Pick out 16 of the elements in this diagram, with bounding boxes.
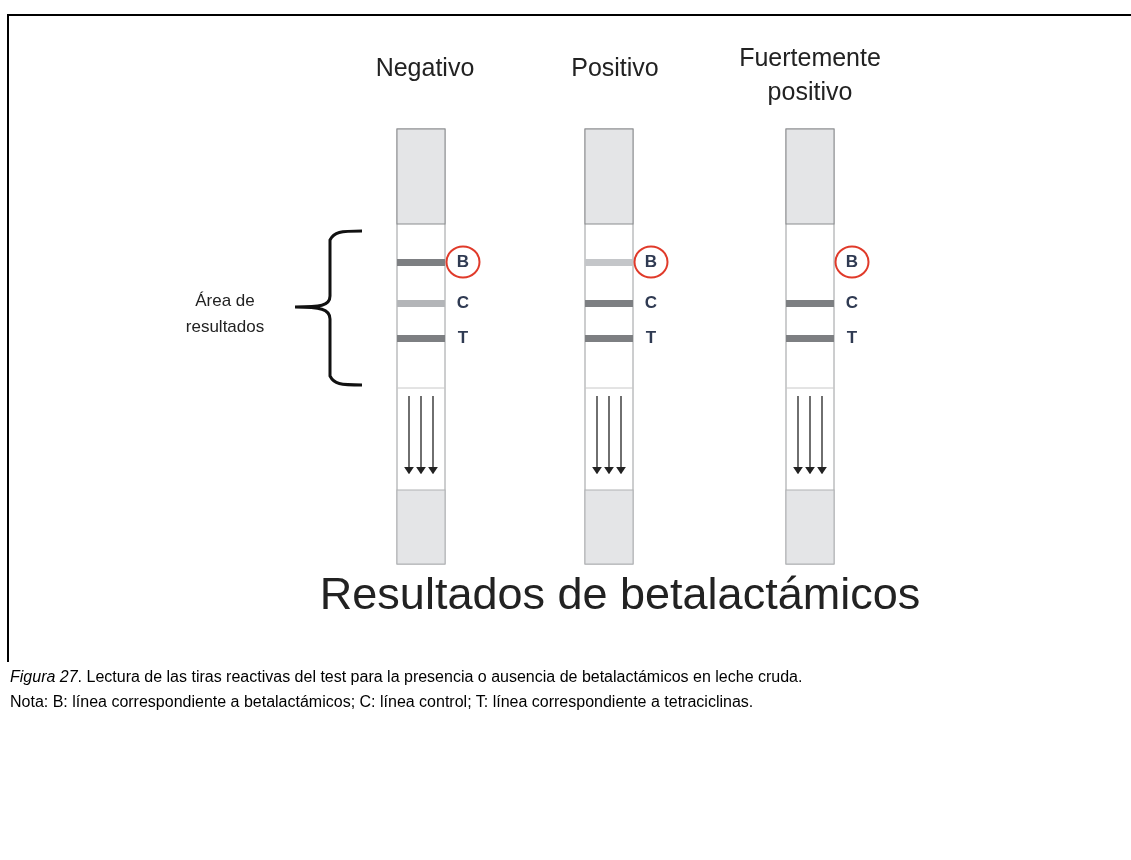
line-letter: T bbox=[845, 328, 859, 348]
line-letter: B bbox=[456, 252, 470, 272]
caption: Figura 27. Lectura de las tiras reactivas del test para la presencia o ausencia de betalactámicos en leche cruda. bbox=[10, 667, 804, 687]
figure-title: Resultados de betalactámicos bbox=[318, 567, 922, 621]
note: Nota: B: línea correspondiente a betalactámicos; C: línea control; T: línea correspondiente a tetraciclinas. bbox=[10, 692, 755, 712]
line-letter: C bbox=[845, 293, 859, 313]
column-heading: Negativo bbox=[374, 52, 476, 83]
area-label: Área de resultados bbox=[184, 290, 266, 338]
line-letter: T bbox=[644, 328, 658, 348]
line-letter: T bbox=[456, 328, 470, 348]
column-heading: Positivo bbox=[570, 52, 660, 83]
line-letter: B bbox=[644, 252, 658, 272]
line-letter: C bbox=[456, 293, 470, 313]
column-heading: Fuertemente positivo bbox=[738, 42, 882, 107]
line-letter: B bbox=[845, 252, 859, 272]
line-letter: C bbox=[644, 293, 658, 313]
